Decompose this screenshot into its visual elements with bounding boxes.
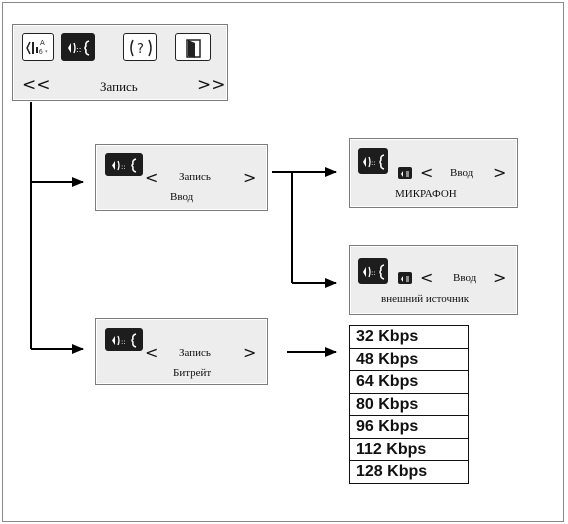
nav-right-button[interactable]: >> [197, 75, 226, 95]
svg-text:::: :: [371, 159, 376, 167]
screen-title: Ввод [453, 272, 477, 284]
screen-subtitle: Ввод [170, 191, 194, 203]
prev-button[interactable]: < [420, 163, 434, 182]
svg-text:::: :: [371, 269, 376, 277]
next-button[interactable]: > [243, 343, 257, 362]
svg-text:::: :: [121, 338, 126, 346]
svg-text:?: ? [137, 42, 144, 57]
prev-button[interactable]: < [420, 268, 434, 287]
bitrate-option[interactable]: 32 Kbps [350, 326, 468, 349]
prev-button[interactable]: < [145, 168, 159, 187]
bitrate-option[interactable]: 96 Kbps [350, 416, 468, 439]
bitrate-options-list: 32 Kbps 48 Kbps 64 Kbps 80 Kbps 96 Kbps … [349, 325, 469, 484]
nav-left-button[interactable]: << [22, 75, 51, 95]
microphone-screen: :: < Ввод > МИКРАФОН [349, 138, 518, 208]
next-button[interactable]: > [493, 268, 507, 287]
next-button[interactable]: > [243, 168, 257, 187]
svg-text:*: * [45, 50, 48, 56]
svg-text:::: :: [121, 163, 126, 171]
microphone-source-icon [398, 167, 412, 179]
svg-text:б: б [39, 49, 43, 56]
record-icon[interactable]: :: [61, 33, 95, 61]
external-source-screen: :: < Ввод > внешний источник [349, 245, 518, 315]
record-icon: :: [358, 258, 388, 284]
bitrate-option[interactable]: 80 Kbps [350, 394, 468, 416]
text-display-icon[interactable]: A б * [22, 33, 54, 61]
screen-subtitle: МИКРАФОН [395, 188, 457, 200]
svg-text:A: A [40, 39, 45, 47]
main-menu-screen: A б * :: ? << Запись >> [12, 24, 228, 101]
exit-door-icon[interactable] [175, 33, 211, 61]
next-button[interactable]: > [493, 163, 507, 182]
record-input-screen: :: < Запись > Ввод [95, 144, 268, 211]
main-menu-title: Запись [100, 79, 138, 94]
record-icon: :: [105, 153, 143, 176]
bitrate-option[interactable]: 112 Kbps [350, 439, 468, 461]
bitrate-option[interactable]: 48 Kbps [350, 349, 468, 371]
prev-button[interactable]: < [145, 343, 159, 362]
svg-text:::: :: [76, 45, 81, 54]
screen-title: Запись [179, 347, 211, 359]
bitrate-option[interactable]: 64 Kbps [350, 371, 468, 394]
bitrate-screen: :: < Запись > Битрейт [95, 318, 268, 385]
help-icon[interactable]: ? [123, 33, 157, 61]
screen-subtitle: внешний источник [381, 293, 470, 305]
record-icon: :: [358, 148, 388, 174]
bitrate-option[interactable]: 128 Kbps [350, 461, 468, 484]
screen-title: Ввод [450, 167, 474, 179]
screen-subtitle: Битрейт [173, 367, 212, 379]
record-icon: :: [105, 328, 143, 351]
line-in-source-icon [398, 272, 412, 284]
screen-title: Запись [179, 171, 211, 183]
